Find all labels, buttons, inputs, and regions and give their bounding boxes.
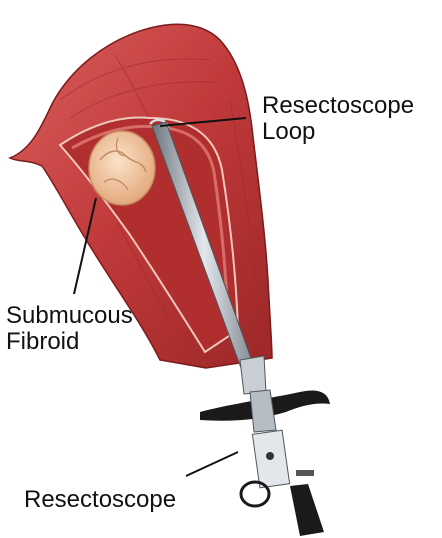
- scope-body: [249, 389, 277, 433]
- label-submucous-fibroid-line2: Fibroid: [6, 328, 80, 355]
- thumb-ring: [239, 480, 271, 508]
- eyepiece: [290, 484, 324, 536]
- label-submucous-fibroid: Submucous Fibroid: [6, 303, 133, 355]
- side-port: [296, 470, 314, 476]
- leader-line-scope: [185, 451, 239, 477]
- label-resectoscope-loop-line2: Loop: [262, 118, 316, 145]
- resectoscope-instrument: [149, 118, 330, 536]
- label-resectoscope-loop-line1: Resectoscope: [262, 92, 415, 119]
- submucous-fibroid: [88, 130, 156, 206]
- leader-line-fibroid: [73, 197, 97, 295]
- scope-neck: [239, 355, 267, 395]
- port-knob: [266, 452, 274, 460]
- label-resectoscope-loop: Resectoscope Loop: [262, 93, 414, 145]
- label-resectoscope: Resectoscope: [24, 486, 177, 513]
- label-submucous-fibroid-line1: Submucous: [6, 302, 133, 329]
- endometrium-lining: [71, 124, 230, 323]
- leader-line-loop: [159, 117, 247, 127]
